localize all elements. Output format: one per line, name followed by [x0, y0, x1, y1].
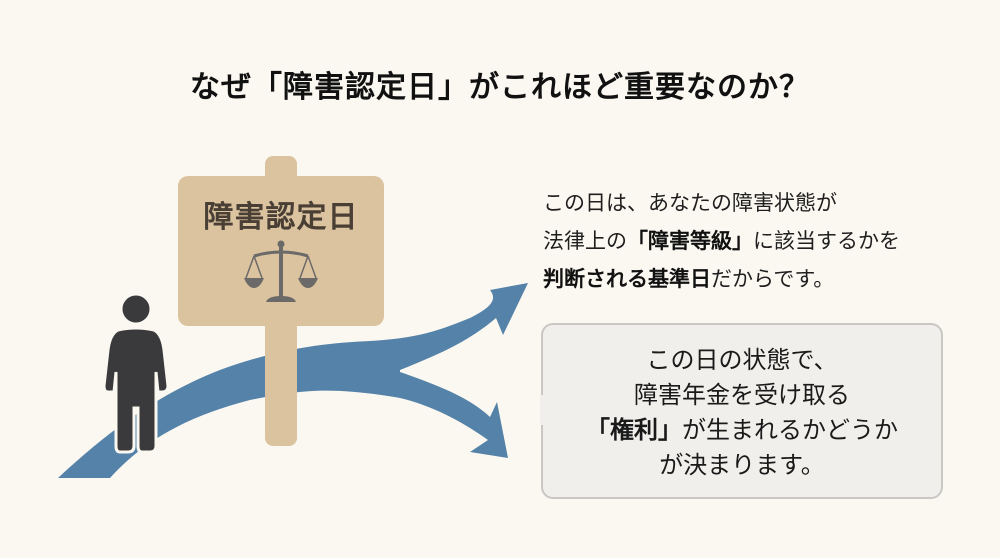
bubble-tail-cover [540, 395, 544, 425]
callout-text-plain: が生まれるかどうか [682, 416, 898, 444]
scales-of-justice-icon [244, 240, 318, 302]
explanation-text: この日は、あなたの障害状態が 法律上の「障害等級」に該当するかを 判断される基準… [543, 184, 963, 298]
right-emphasis: 「権利」 [586, 416, 682, 444]
page-title: なぜ「障害認定日」がこれほど重要なのか？ [190, 70, 810, 105]
sign-label: 障害認定日 [203, 200, 359, 235]
explanation-line-3: 判断される基準日だからです。 [543, 260, 963, 298]
explanation-line-1: この日は、あなたの障害状態が [543, 191, 837, 215]
callout-line-4: が決まります。 [659, 451, 825, 479]
reference-date-emphasis: 判断される基準日 [543, 267, 711, 291]
person-icon [102, 292, 170, 454]
explanation-text-plain: だからです。 [711, 267, 835, 291]
callout-line-2: 障害年金を受け取る [634, 381, 850, 409]
disability-grade-emphasis: 「障害等級」 [627, 229, 753, 253]
callout-line-1: この日の状態で、 [646, 346, 838, 374]
explanation-text-plain: 法律上の [543, 229, 627, 253]
callout-text: この日の状態で、 障害年金を受け取る 「権利」が生まれるかどうか が決まります。 [543, 343, 941, 483]
explanation-text-plain: に該当するかを [753, 229, 900, 253]
callout-line-3: 「権利」が生まれるかどうか [543, 413, 941, 448]
explanation-line-2: 法律上の「障害等級」に該当するかを [543, 222, 963, 260]
callout-speech-bubble: この日の状態で、 障害年金を受け取る 「権利」が生まれるかどうか が決まります。 [541, 323, 943, 499]
